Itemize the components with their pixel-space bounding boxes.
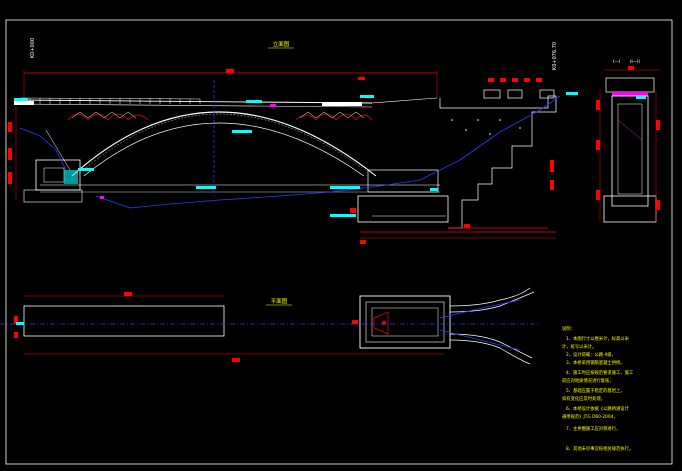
note-line-5: 4、施工时应按规范要求施工，施工	[566, 369, 634, 376]
top-dimension-line	[23, 69, 438, 100]
bridge-deck	[13, 97, 438, 108]
note-line-1: 1、本图尺寸以厘米计，标高以米	[566, 335, 630, 342]
left-station-label: K0+000	[30, 38, 36, 58]
sheet-frame	[5, 19, 673, 465]
note-line-11: 7、主拱圈施工应对称进行，	[566, 425, 620, 432]
foundation-dots	[451, 119, 521, 135]
plan-abutment	[359, 295, 451, 349]
note-line-10: 通用规范》JTG D60-2004，	[562, 413, 618, 420]
elevation-view: 立面图 K0+000 K0+076.70	[8, 38, 578, 244]
right-abutment	[357, 169, 449, 223]
magenta-markers	[100, 104, 276, 199]
note-line-8: 如有变化应及时处理。	[562, 395, 605, 402]
note-line-3: 2、设计荷载：公路-II级，	[566, 351, 616, 358]
plan-centerline	[0, 299, 540, 351]
notes-heading: 说明:	[562, 325, 572, 332]
note-line-12: 8、其他未尽事宜按相关规范执行。	[566, 445, 633, 452]
elevation-title: 立面图	[273, 40, 290, 48]
main-arch	[71, 111, 377, 177]
right-stepped-foundation	[360, 89, 557, 233]
note-line-2: 计，桩号以米计。	[562, 343, 596, 350]
note-line-6: 前应对地质情况进行复核，	[562, 377, 614, 384]
plan-wing-walls	[449, 287, 535, 365]
cross-section-view: I—I II—II	[596, 59, 660, 223]
section-label-1: I—I	[613, 59, 620, 65]
note-line-7: 5、基础应置于稳定的基岩上，	[566, 387, 625, 394]
plan-title: 平面图	[271, 297, 288, 305]
section-label-2: II—II	[630, 59, 640, 65]
design-notes: 说明: 1、本图尺寸以厘米计，标高以米 计，桩号以米计。 2、设计荷载：公路-I…	[562, 325, 634, 452]
right-station-label: K0+076.70	[552, 42, 558, 70]
left-abutment	[23, 129, 83, 203]
plan-deck-outline	[23, 305, 225, 337]
left-dimension-ticks	[8, 106, 17, 200]
spandrel-arches	[67, 111, 373, 121]
plan-view: 平面图	[0, 287, 540, 365]
elevation-level-tags	[14, 92, 578, 217]
note-line-4: 3、本桥采用钢筋混凝土拱桥。	[566, 359, 625, 366]
right-dimension-tags	[350, 78, 556, 244]
ground-line	[19, 80, 561, 209]
note-line-9: 6、本桥设计依据《公路桥涵设计	[566, 405, 630, 412]
